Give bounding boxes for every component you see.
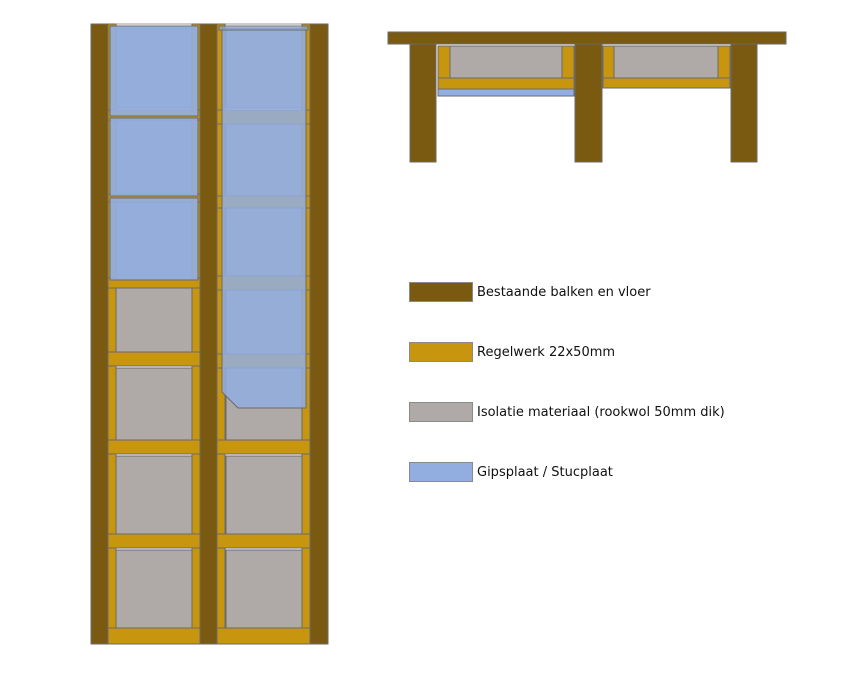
plasterboard-layer [437,88,575,97]
legend-swatch-plasterboard [409,462,473,482]
batten-horizontal [216,627,311,645]
batten-side [602,45,615,79]
legend-item-beam: Bestaande balken en vloer [409,282,651,302]
insulation-panel [115,367,195,441]
insulation-panel [115,455,195,537]
legend-swatch-batten [409,342,473,362]
batten-horizontal [107,533,201,549]
legend-item-insulation: Isolatie materiaal (rookwol 50mm dik) [409,402,725,422]
existing-beam [309,23,329,645]
batten-horizontal [107,627,201,645]
batten-bottom [437,77,575,90]
insulation-layer [613,45,719,79]
legend-label-batten: Regelwerk 22x50mm [477,344,616,360]
plasterboard-frame [218,25,309,31]
plasterboard-sheet [221,27,307,409]
existing-beam [199,23,218,645]
existing-joist [574,43,603,163]
plan-view [90,23,329,645]
plasterboard-sheet [109,117,199,197]
cross-section-view [387,31,787,163]
existing-joist [409,43,437,163]
legend-label-beam: Bestaande balken en vloer [477,284,651,300]
batten-bottom [602,77,731,89]
batten-horizontal [216,439,311,455]
plasterboard-sheet [109,197,199,281]
plasterboard-sheet [109,25,199,117]
existing-joist [730,43,758,163]
insulation-layer [449,45,563,79]
insulation-panel [115,287,195,353]
batten-side [437,45,451,79]
insulation-panel [115,549,195,629]
legend-swatch-beam [409,282,473,302]
legend-swatch-insulation [409,402,473,422]
floor-slab [387,31,787,45]
legend-label-insulation: Isolatie materiaal (rookwol 50mm dik) [477,404,725,420]
batten-horizontal [107,351,201,367]
insulation-panel [225,549,303,629]
batten-side [717,45,731,79]
legend-label-plasterboard: Gipsplaat / Stucplaat [477,464,613,480]
legend-item-batten: Regelwerk 22x50mm [409,342,615,362]
batten-horizontal [216,533,311,549]
insulation-panel [225,455,303,537]
batten-horizontal [107,439,201,455]
existing-beam [90,23,109,645]
legend-item-plasterboard: Gipsplaat / Stucplaat [409,462,613,482]
batten-side [561,45,575,79]
